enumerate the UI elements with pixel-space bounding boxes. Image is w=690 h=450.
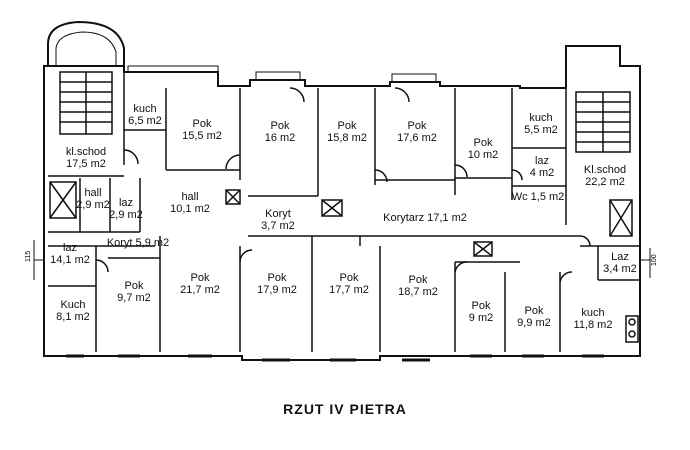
- room-name: hall: [181, 191, 199, 203]
- room-name: Pok: [337, 120, 357, 132]
- room-name: Koryt: [265, 208, 291, 220]
- left-stair-arch: [47, 20, 125, 66]
- room-kl-schod-left: kl.schod 17,5 m2: [56, 146, 116, 170]
- room-area: 15,8 m2: [327, 132, 367, 144]
- room-pok-17-9: Pok 17,9 m2: [246, 272, 308, 296]
- room-pok-16: Pok 16 m2: [250, 120, 310, 144]
- room-koryt-5-9: Koryt 5,9 m2: [98, 237, 178, 249]
- room-name: kuch: [581, 307, 605, 319]
- room-area: 10,1 m2: [170, 203, 210, 215]
- room-pok-21-7: Pok 21,7 m2: [168, 272, 232, 296]
- room-area: 17,9 m2: [257, 284, 297, 296]
- room-name: Pok: [524, 305, 544, 317]
- room-area: 17,6 m2: [397, 132, 437, 144]
- room-name: Pok: [270, 120, 290, 132]
- room-name: Pok: [190, 272, 210, 284]
- room-pok-10: Pok 10 m2: [458, 137, 508, 161]
- room-pok-15-5: Pok 15,5 m2: [172, 118, 232, 142]
- room-area: 8,1 m2: [56, 311, 90, 323]
- room-area: 2,9 m2: [76, 199, 110, 211]
- room-label: Koryt 5,9 m2: [106, 237, 170, 249]
- room-name: Pok: [473, 137, 493, 149]
- room-pok-17-6: Pok 17,6 m2: [384, 120, 450, 144]
- room-hall-2-9: hall 2,9 m2: [76, 187, 110, 211]
- room-name: laz: [118, 197, 134, 209]
- room-area: 17,7 m2: [329, 284, 369, 296]
- room-name: Pok: [471, 300, 491, 312]
- room-area: 9 m2: [468, 312, 494, 324]
- dim-left: 115: [25, 251, 32, 262]
- room-area: 15,5 m2: [182, 130, 222, 142]
- room-name: Laz: [611, 251, 629, 263]
- room-area: 5,5 m2: [524, 124, 558, 136]
- room-area: 6,5 m2: [128, 115, 162, 127]
- room-kuch-8-1: Kuch 8,1 m2: [48, 299, 98, 323]
- room-area: 3,4 m2: [603, 263, 637, 275]
- room-kuch-top-right: kuch 5,5 m2: [516, 112, 566, 136]
- room-area: 4 m2: [529, 167, 555, 179]
- room-name: hall: [84, 187, 102, 199]
- room-area: 18,7 m2: [398, 286, 438, 298]
- room-area: 17,5 m2: [66, 158, 106, 170]
- room-name: kuch: [529, 112, 553, 124]
- room-area: 11,8 m2: [573, 319, 613, 331]
- room-label: Wc 1,5 m2: [511, 191, 565, 203]
- room-laz-14-1: laz 14,1 m2: [48, 242, 92, 266]
- room-area: 21,7 m2: [180, 284, 220, 296]
- room-kl-schod-right: Kl.schod 22,2 m2: [576, 164, 634, 188]
- room-laz-4: laz 4 m2: [522, 155, 562, 179]
- room-name: laz: [62, 242, 78, 254]
- room-area: 14,1 m2: [50, 254, 90, 266]
- room-pok-15-8: Pok 15,8 m2: [318, 120, 376, 144]
- room-area: 22,2 m2: [585, 176, 625, 188]
- room-korytarz: Korytarz 17,1 m2: [372, 212, 478, 224]
- plan-title: RZUT IV PIETRA: [283, 401, 407, 417]
- room-hall-10-1: hall 10,1 m2: [160, 191, 220, 215]
- room-name: Pok: [124, 280, 144, 292]
- room-name: kuch: [133, 103, 157, 115]
- room-area: 2,9 m2: [109, 209, 143, 221]
- room-pok-9: Pok 9 m2: [458, 300, 504, 324]
- room-name: Kl.schod: [583, 164, 627, 176]
- room-name: Pok: [407, 120, 427, 132]
- room-laz-2-9: laz 2,9 m2: [108, 197, 144, 221]
- room-name: Pok: [339, 272, 359, 284]
- room-pok-18-7: Pok 18,7 m2: [386, 274, 450, 298]
- room-label: Korytarz 17,1 m2: [383, 212, 467, 224]
- room-area: 9,7 m2: [117, 292, 151, 304]
- outer-wall: [43, 45, 641, 361]
- room-pok-17-7: Pok 17,7 m2: [318, 272, 380, 296]
- room-name: kl.schod: [65, 146, 107, 158]
- room-area: 3,7 m2: [261, 220, 295, 232]
- room-pok-9-9: Pok 9,9 m2: [508, 305, 560, 329]
- room-name: Kuch: [60, 299, 86, 311]
- room-name: Pok: [267, 272, 287, 284]
- room-kuch-top-left: kuch 6,5 m2: [120, 103, 170, 127]
- room-koryt-3-7: Koryt 3,7 m2: [248, 208, 308, 232]
- room-kuch-11-8: kuch 11,8 m2: [564, 307, 622, 331]
- dim-right: 100: [651, 254, 658, 266]
- room-wc: Wc 1,5 m2: [504, 191, 572, 203]
- room-area: 10 m2: [467, 149, 499, 161]
- room-name: Pok: [408, 274, 428, 286]
- room-laz-3-4: Laz 3,4 m2: [600, 251, 640, 275]
- room-name: Pok: [192, 118, 212, 130]
- room-area: 9,9 m2: [517, 317, 551, 329]
- room-name: laz: [534, 155, 550, 167]
- room-pok-9-7: Pok 9,7 m2: [108, 280, 160, 304]
- room-area: 16 m2: [264, 132, 296, 144]
